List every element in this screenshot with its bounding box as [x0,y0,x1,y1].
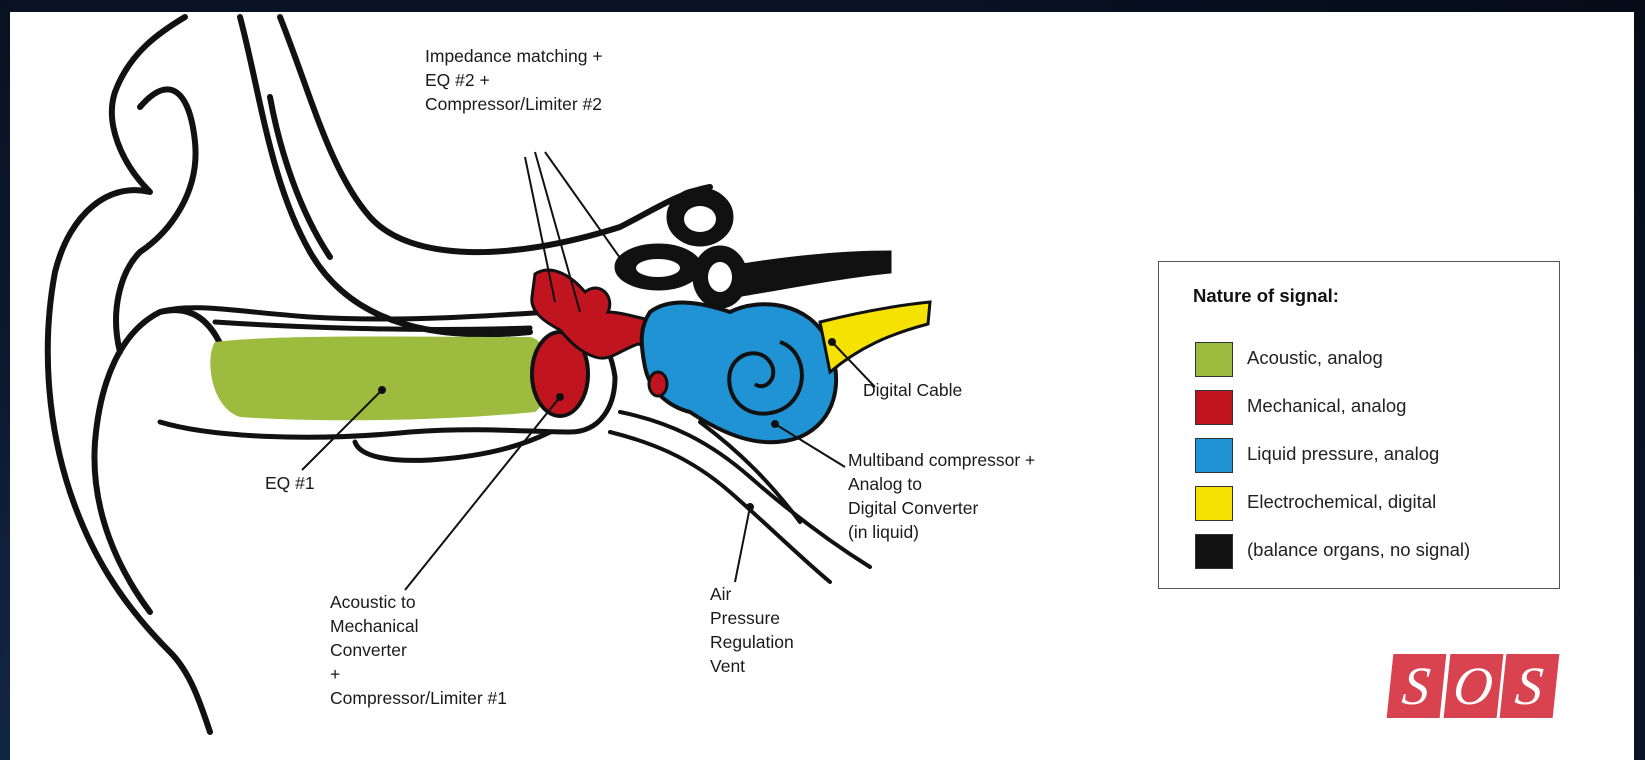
ear-canal-acoustic [210,336,549,420]
diagram-panel: Impedance matching + EQ #2 + Compressor/… [10,12,1634,760]
sos-logo-letter: S [1387,654,1446,718]
label-impedance-line: Compressor/Limiter #2 [425,92,603,116]
label-multiband-line: Analog to [848,472,1035,496]
legend-item: Acoustic, analog [1195,342,1555,382]
pinna-outline [48,17,210,732]
label-air-vent-line: Regulation [710,630,794,654]
legend-item: (balance organs, no signal) [1195,534,1555,574]
label-multiband: Multiband compressor + Analog to Digital… [848,448,1035,544]
label-acoustic-converter-line: Mechanical [330,614,507,638]
auditory-nerve [820,302,930,372]
legend-swatch-black [1195,534,1233,569]
legend-item: Electrochemical, digital [1195,486,1555,526]
sos-logo: S O S [1390,654,1556,718]
legend-item-label: Mechanical, analog [1247,395,1406,417]
legend: Nature of signal: Acoustic, analog Mecha… [1158,261,1560,589]
label-acoustic-converter-line: + [330,662,507,686]
label-multiband-line: (in liquid) [848,520,1035,544]
legend-swatch-blue [1195,438,1233,473]
legend-title: Nature of signal: [1193,285,1339,307]
label-acoustic-converter-line: Compressor/Limiter #1 [330,686,507,710]
label-digital-cable: Digital Cable [863,378,962,402]
leader-air-vent [735,507,750,582]
concha-outline [94,310,230,612]
legend-item-label: (balance organs, no signal) [1247,539,1470,561]
label-eq1: EQ #1 [265,471,315,495]
leader-impedance-3 [545,152,630,272]
label-air-vent: Air Pressure Regulation Vent [710,582,794,678]
legend-item: Mechanical, analog [1195,390,1555,430]
legend-swatch-red [1195,390,1233,425]
label-acoustic-converter-line: Converter [330,638,507,662]
round-window [649,372,667,396]
label-impedance: Impedance matching + EQ #2 + Compressor/… [425,44,603,116]
legend-item: Liquid pressure, analog [1195,438,1555,478]
label-impedance-line: EQ #2 + [425,68,603,92]
sos-logo-letter: O [1443,654,1502,718]
label-multiband-line: Multiband compressor + [848,448,1035,472]
sos-logo-letter: S [1500,654,1559,718]
legend-item-label: Liquid pressure, analog [1247,443,1439,465]
leader-acoustic-converter [405,397,560,590]
label-acoustic-converter: Acoustic to Mechanical Converter + Compr… [330,590,507,710]
legend-swatch-yellow [1195,486,1233,521]
legend-item-label: Electrochemical, digital [1247,491,1436,513]
canal-inner-upper [215,322,530,329]
label-impedance-line: Impedance matching + [425,44,603,68]
cochlea [642,303,836,443]
label-air-vent-line: Air [710,582,794,606]
legend-item-label: Acoustic, analog [1247,347,1383,369]
legend-swatch-green [1195,342,1233,377]
label-multiband-line: Digital Converter [848,496,1035,520]
label-air-vent-line: Pressure [710,606,794,630]
label-air-vent-line: Vent [710,654,794,678]
label-acoustic-converter-line: Acoustic to [330,590,507,614]
